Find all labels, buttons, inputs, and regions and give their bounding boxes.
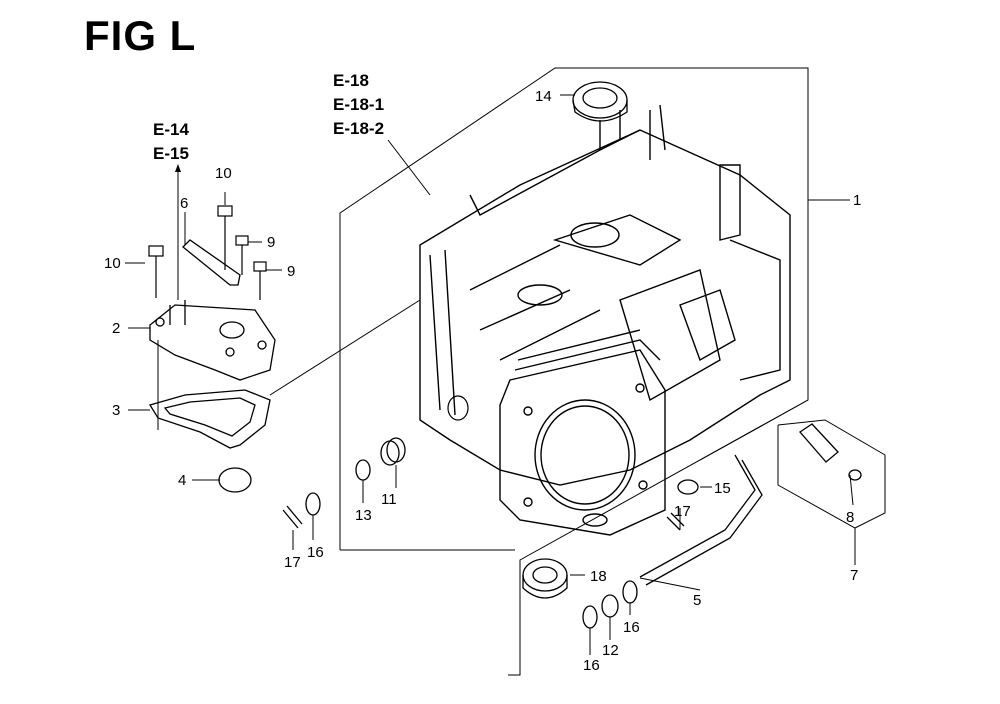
part-6-lever: [182, 239, 241, 286]
callout-6: 6: [180, 195, 188, 212]
gasket-guideline: [269, 299, 421, 396]
part-8-switch: [799, 423, 862, 481]
callout-10b: 10: [215, 165, 232, 182]
part-3-gasket: [148, 389, 271, 449]
part-7-boundary: [777, 419, 886, 529]
callout-15: 15: [714, 480, 731, 497]
cylinder-face: [499, 329, 666, 536]
callout-9a: 9: [267, 234, 275, 251]
part-12-collar: [601, 594, 619, 618]
case-seal-hole: [447, 395, 469, 421]
leader-lines: [125, 94, 856, 655]
callout-5: 5: [693, 592, 701, 609]
ref-e14: E-14: [153, 120, 189, 139]
part-16-washer-b: [582, 605, 598, 629]
part-9-bolt-b: [253, 261, 267, 300]
callout-12: 12: [602, 642, 619, 659]
part-11-collar: [380, 437, 406, 466]
ref-e18-2: E-18-2: [333, 119, 384, 138]
part-10-bolt-a: [148, 245, 164, 298]
callout-4: 4: [178, 472, 186, 489]
part-16-washer-a: [305, 492, 321, 516]
callout-16b: 16: [583, 657, 600, 674]
part-10-bolt-b: [217, 205, 233, 270]
ref-e14-arrow: [175, 164, 181, 172]
part-15-washer: [677, 479, 699, 495]
assembly-boundary: [339, 67, 809, 676]
callout-1: 1: [853, 192, 861, 209]
part-9-bolt-a: [235, 235, 249, 275]
callout-14: 14: [535, 88, 552, 105]
part-5-tube: [639, 454, 763, 586]
callout-7: 7: [850, 567, 858, 584]
part-18-bearing: [522, 558, 568, 599]
ref-e18-leader: [387, 139, 431, 196]
callout-16a: 16: [307, 544, 324, 561]
part-13-washer: [355, 459, 371, 481]
assembly-boundary-right: [699, 399, 809, 461]
part-17-screw-a: [282, 505, 303, 529]
ref-e18-1: E-18-1: [333, 95, 384, 114]
callout-10a: 10: [104, 255, 121, 272]
part-14-oil-seal: [572, 81, 628, 122]
callout-3: 3: [112, 402, 120, 419]
callout-17a: 17: [284, 554, 301, 571]
crankcase-body: [419, 104, 791, 486]
callout-16c: 16: [623, 619, 640, 636]
callout-13: 13: [355, 507, 372, 524]
part-17-screw-b: [666, 512, 685, 531]
figure-title: FIG L: [84, 12, 197, 59]
callout-17b: 17: [674, 503, 691, 520]
callout-8: 8: [846, 509, 854, 526]
ref-e15: E-15: [153, 144, 189, 163]
callout-11: 11: [381, 491, 397, 508]
part-2-cover: [149, 300, 276, 381]
part-16-washer-c: [622, 580, 638, 604]
callout-18: 18: [590, 568, 607, 585]
ref-e18: E-18: [333, 71, 369, 90]
callout-9b: 9: [287, 263, 295, 280]
part-4-plug: [218, 467, 252, 493]
callout-2: 2: [112, 320, 120, 337]
